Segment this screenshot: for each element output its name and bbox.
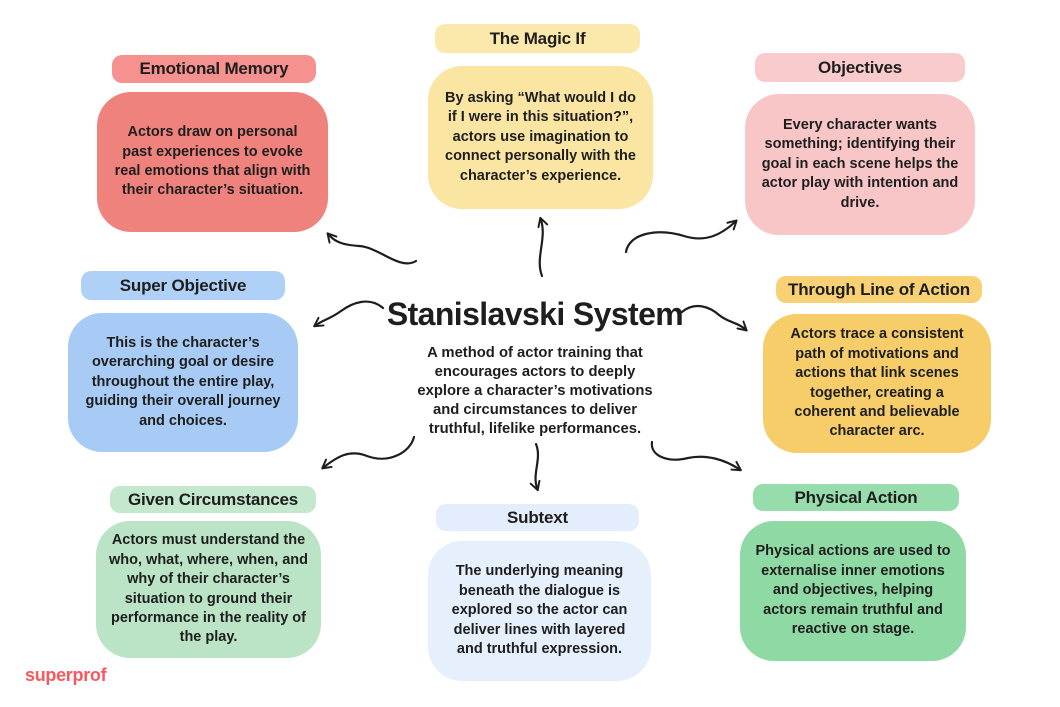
arrow-to-physical-action bbox=[650, 440, 742, 472]
central-topic-description: A method of actor training that encourag… bbox=[417, 345, 653, 437]
node-body-card: Actors draw on personal past experiences… bbox=[97, 92, 328, 232]
arrow-to-given-circumstances bbox=[321, 435, 416, 470]
node-title-pill: Given Circumstances bbox=[110, 486, 316, 513]
node-body-card: Actors trace a consistent path of motiva… bbox=[763, 314, 991, 453]
node-body-card: By asking “What would I do if I were in … bbox=[428, 66, 653, 209]
node-title-pill: Super Objective bbox=[81, 271, 285, 300]
node-body-card: This is the character’s overarching goal… bbox=[68, 313, 298, 452]
arrow-to-emotional-memory bbox=[326, 232, 418, 265]
central-topic-title: Stanislavski System bbox=[386, 296, 684, 332]
arrow-to-magic-if bbox=[537, 216, 549, 278]
node-title-pill: Physical Action bbox=[753, 484, 959, 511]
node-title-pill: The Magic If bbox=[435, 24, 640, 53]
node-body-card: Every character wants something; identif… bbox=[745, 94, 975, 235]
node-title-pill: Objectives bbox=[755, 53, 965, 82]
node-title-pill: Through Line of Action bbox=[776, 276, 982, 303]
superprof-logo: superprof bbox=[25, 665, 107, 685]
node-title-pill: Subtext bbox=[436, 504, 639, 531]
node-body-card: Physical actions are used to externalise… bbox=[740, 521, 966, 661]
node-body-card: Actors must understand the who, what, wh… bbox=[96, 521, 321, 658]
arrow-to-objectives bbox=[624, 219, 738, 254]
node-body-card: The underlying meaning beneath the dialo… bbox=[428, 541, 651, 681]
node-title-pill: Emotional Memory bbox=[112, 55, 316, 83]
arrow-to-subtext bbox=[529, 442, 541, 492]
